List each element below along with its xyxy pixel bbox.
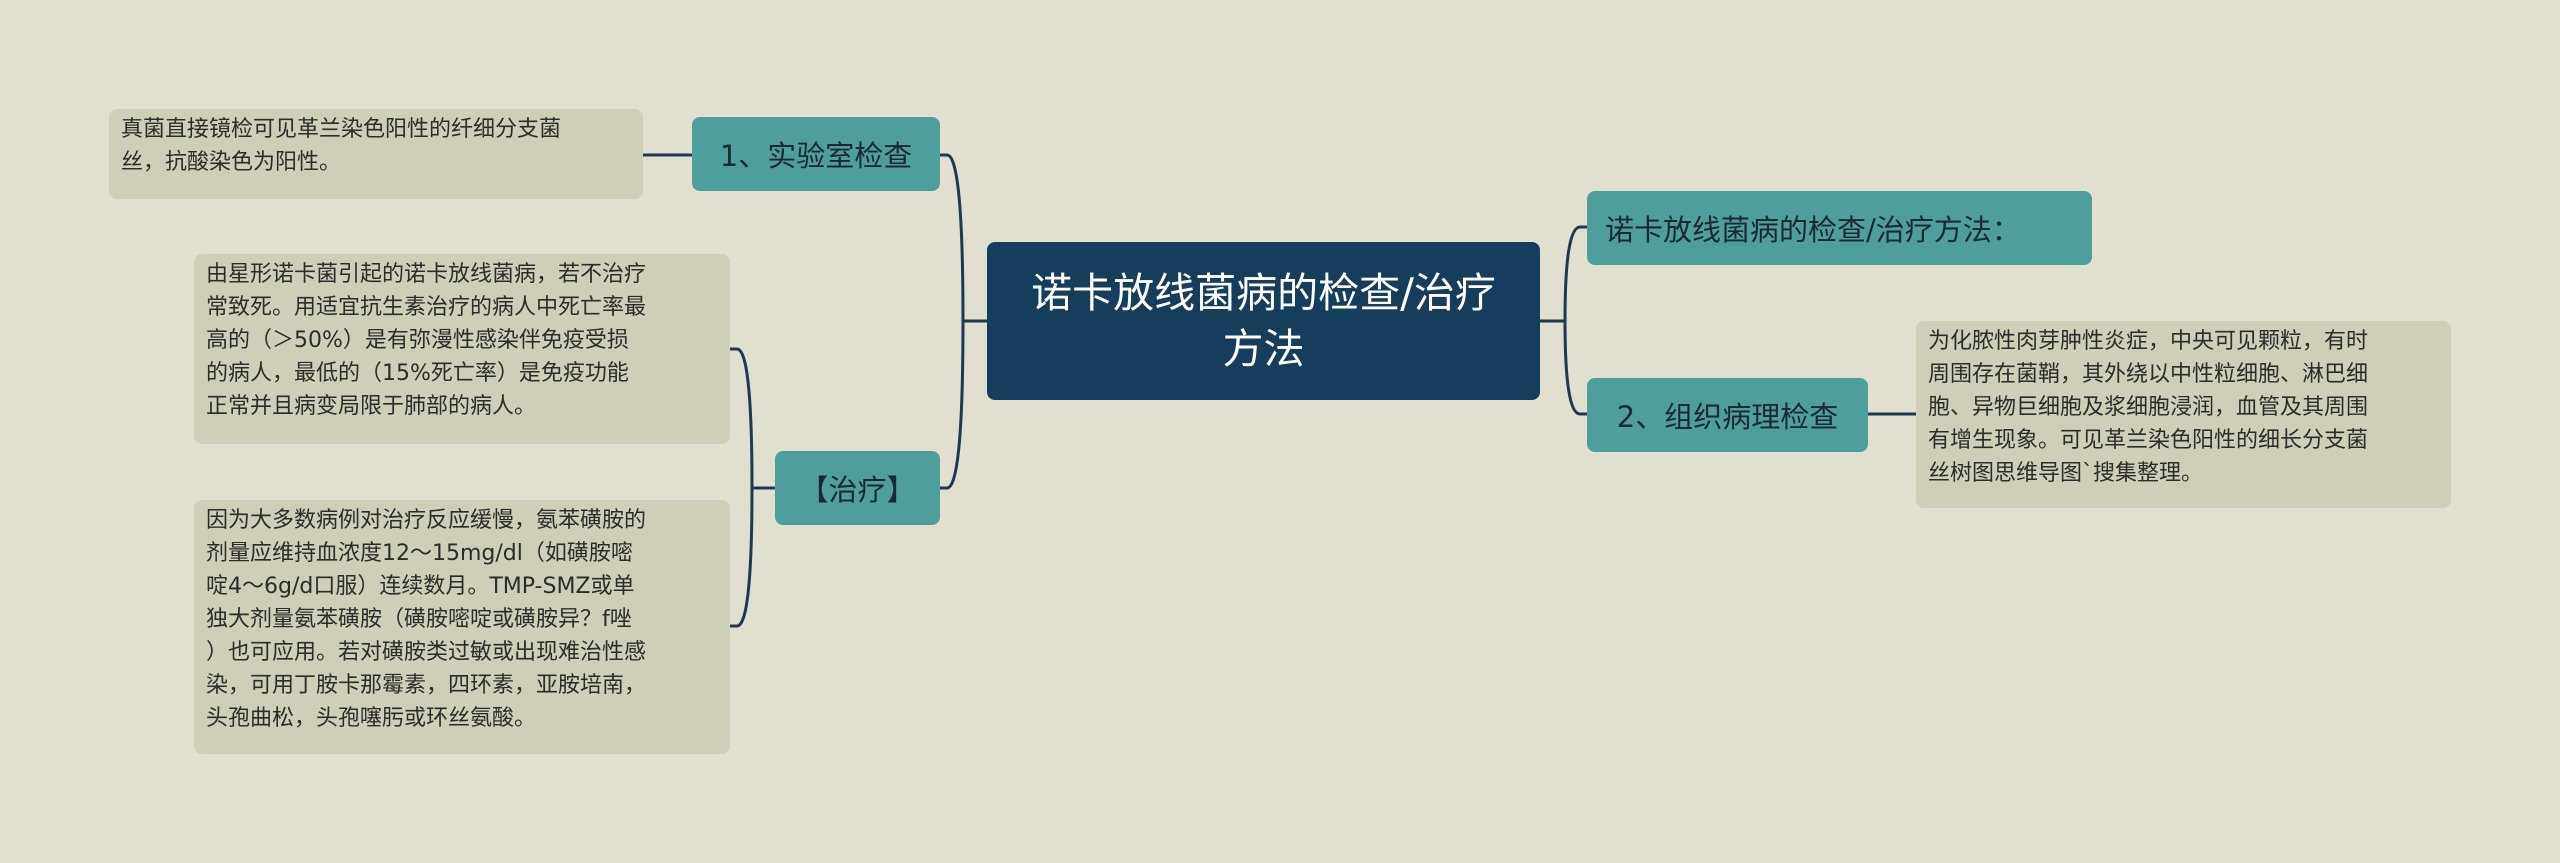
leaf-treatment-drugs[interactable]: 因为大多数病例对治疗反应缓慢，氨苯磺胺的 剂量应维持血浓度12～15mg/dl（… <box>194 500 730 754</box>
root-topic[interactable]: 诺卡放线菌病的检查/治疗 方法 <box>987 242 1540 400</box>
connector-treatment-to-leaves-a <box>730 347 775 490</box>
connector-root-to-treatment <box>940 319 987 490</box>
leaf-treatment-prognosis[interactable]: 由星形诺卡菌引起的诺卡放线菌病，若不治疗 常致死。用适宜抗生素治疗的病人中死亡率… <box>194 254 730 444</box>
branch-lab-exam[interactable]: 1、实验室检查 <box>692 117 940 191</box>
connector-root-to-pathology <box>1540 319 1587 416</box>
branch-treatment[interactable]: 【治疗】 <box>775 451 940 525</box>
connector-root-to-lab <box>940 153 987 323</box>
leaf-pathology-note[interactable]: 为化脓性肉芽肿性炎症，中央可见颗粒，有时 周围存在菌鞘，其外绕以中性粒细胞、淋巴… <box>1916 321 2451 508</box>
leaf-lab-exam-note[interactable]: 真菌直接镜检可见革兰染色阳性的纤细分支菌 丝，抗酸染色为阳性。 <box>109 109 643 199</box>
connector-treatment-to-leaves-b <box>730 486 775 628</box>
connector-root-to-right-title <box>1540 225 1587 323</box>
branch-right-title[interactable]: 诺卡放线菌病的检查/治疗方法： <box>1587 191 2092 265</box>
branch-pathology-exam[interactable]: 2、组织病理检查 <box>1587 378 1868 452</box>
